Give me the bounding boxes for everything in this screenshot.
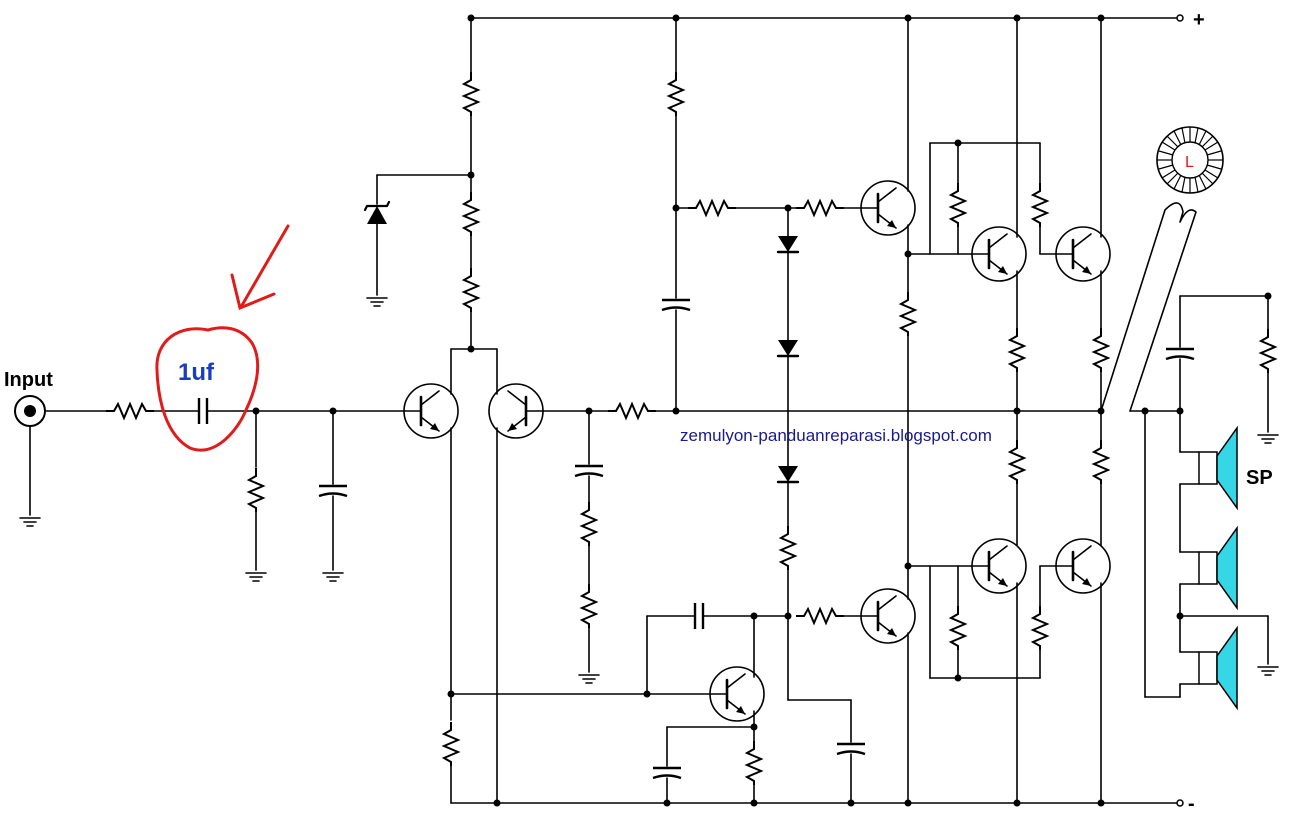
output-transistor-bottom-2 — [1054, 537, 1112, 595]
output-inductor: L — [1156, 126, 1224, 194]
input-label: Input — [4, 369, 53, 391]
output-transistor-bottom-1 — [970, 537, 1028, 595]
speaker-label: SP — [1246, 467, 1273, 489]
highlight-arrow — [230, 224, 290, 311]
input-jack — [14, 395, 46, 527]
speaker-2 — [1198, 527, 1238, 609]
speaker-3 — [1198, 627, 1238, 709]
plus-rail-label: + — [1193, 9, 1205, 31]
driver-transistor-bottom — [859, 587, 917, 645]
output-transistor-top-2 — [1054, 225, 1112, 283]
minus-rail-label: - — [1188, 793, 1195, 815]
output-transistor-top-1 — [970, 225, 1028, 283]
highlight-circle — [155, 326, 260, 452]
input-capacitor — [197, 396, 209, 426]
speaker-1 — [1198, 427, 1238, 509]
capacitor-value-label: 1uf — [178, 359, 215, 386]
vas-transistor — [708, 665, 766, 723]
inductor-label: L — [1185, 154, 1194, 171]
driver-transistor-top — [859, 179, 917, 237]
input-resistor — [105, 403, 155, 419]
input-transistor-q1 — [402, 382, 460, 440]
watermark-text: zemulyon-panduanreparasi.blogspot.com — [680, 426, 992, 445]
